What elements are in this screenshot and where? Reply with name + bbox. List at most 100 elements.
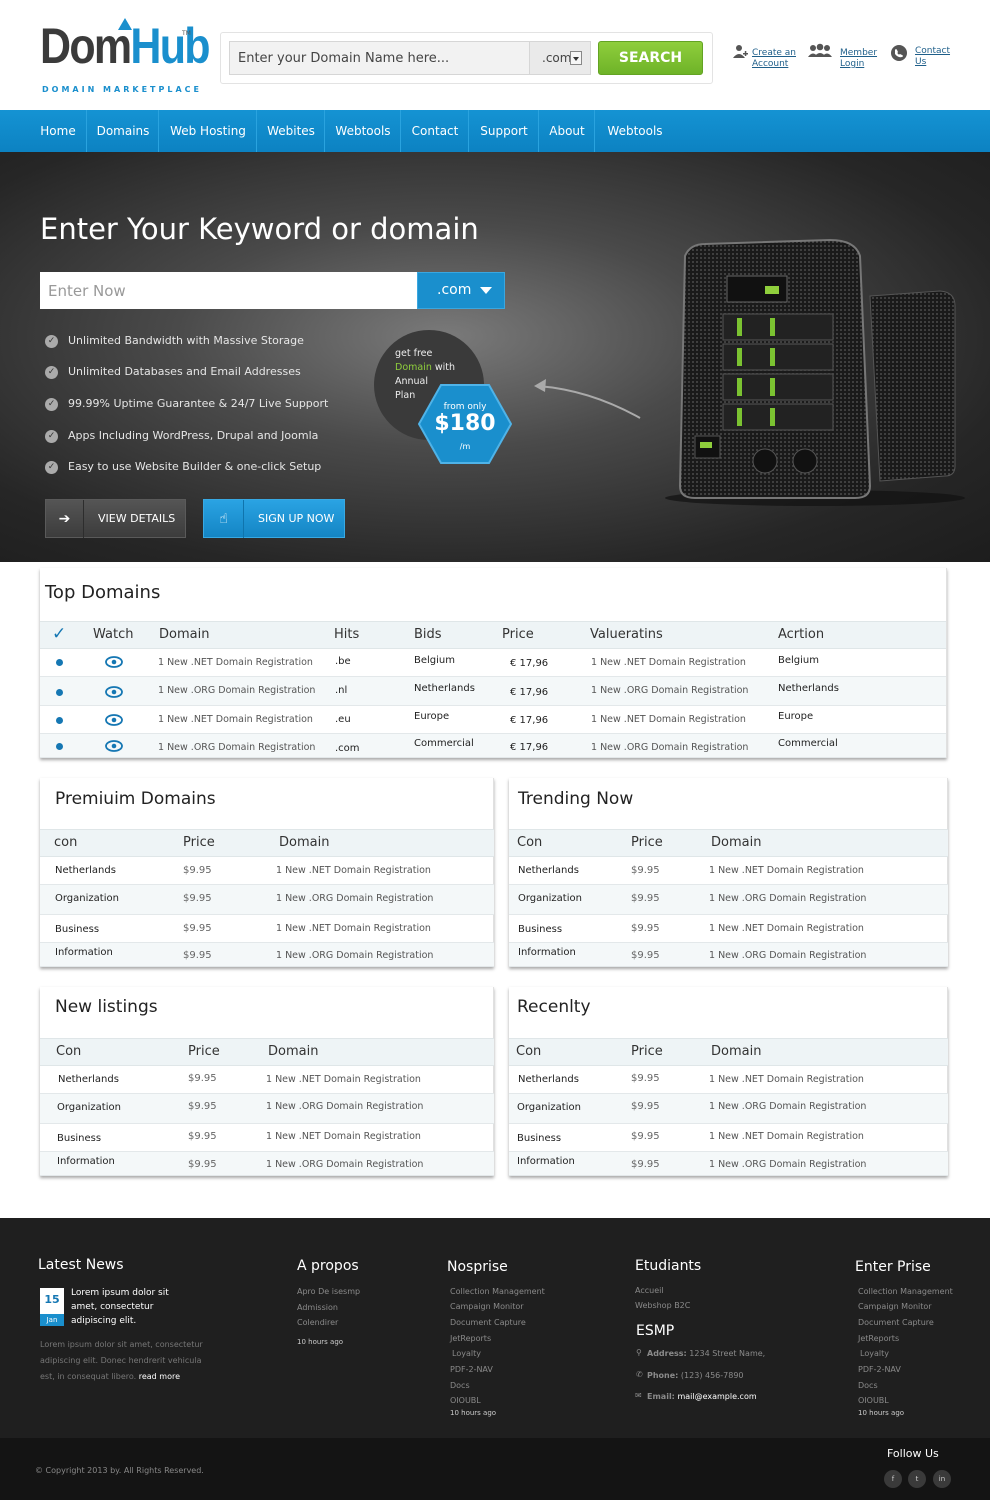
col-bids: Bids	[414, 627, 442, 642]
footer-link[interactable]: JetReports	[450, 1334, 492, 1343]
nav-about[interactable]: About	[549, 124, 585, 138]
table-row	[40, 677, 946, 706]
nav-home[interactable]: Home	[40, 124, 76, 138]
timestamp: 10 hours ago	[450, 1409, 497, 1417]
email-icon: ✉	[635, 1391, 642, 1400]
nav-web-hosting[interactable]: Web Hosting	[170, 124, 246, 138]
footer-link[interactable]: Campaign Monitor	[858, 1302, 932, 1311]
table-row	[40, 915, 494, 943]
eye-icon[interactable]	[105, 686, 123, 698]
table-row	[40, 1152, 494, 1176]
col-valueratins: Valueratins	[590, 627, 663, 642]
keyword-input[interactable]	[40, 272, 417, 309]
table-row	[509, 1066, 948, 1094]
top-domains-title: Top Domains	[45, 582, 161, 603]
trending-panel	[509, 778, 948, 967]
phone-icon	[891, 45, 907, 61]
col-domain: Domain	[159, 627, 210, 642]
sign-up-button[interactable]: ☝ SIGN UP NOW	[203, 499, 345, 538]
email[interactable]: Email: mail@example.com	[647, 1392, 757, 1401]
col-hits: Hits	[334, 627, 360, 642]
footer-link[interactable]: Colendirer	[297, 1318, 339, 1327]
view-details-button[interactable]: ➔ VIEW DETAILS	[45, 499, 186, 538]
read-more-link[interactable]: read more	[138, 1372, 181, 1381]
tld-select[interactable]: .com	[529, 41, 591, 75]
phone-icon: ✆	[636, 1370, 643, 1379]
linkedin-icon[interactable]: in	[933, 1470, 951, 1488]
col-action: Acrtion	[778, 627, 825, 642]
footer-link[interactable]: Apro De isesmp	[297, 1287, 361, 1296]
nav-contact[interactable]: Contact	[411, 124, 459, 138]
map-pin-icon: ⚲	[636, 1348, 642, 1357]
nav-webites[interactable]: Webites	[267, 124, 315, 138]
feature-item: Easy to use Website Builder & one-click …	[68, 460, 322, 473]
table-row	[509, 1094, 948, 1124]
footer-bottom-bar	[0, 1438, 990, 1500]
footer-link[interactable]: Admission	[297, 1303, 338, 1312]
apropos-title: A propos	[297, 1258, 359, 1274]
new-listings-panel	[40, 987, 494, 1176]
recently-panel	[509, 987, 948, 1176]
footer-link[interactable]: OIOUBL	[858, 1396, 889, 1405]
status-dot	[56, 659, 63, 666]
footer-link[interactable]: JetReports	[858, 1334, 900, 1343]
status-dot	[56, 743, 63, 750]
thumbs-up-icon: ☝	[204, 500, 244, 538]
footer-link[interactable]: Document Capture	[858, 1318, 934, 1327]
twitter-icon[interactable]: t	[908, 1470, 926, 1488]
feature-item: 99.99% Uptime Guarantee & 24/7 Live Supp…	[68, 397, 329, 410]
caret-down-icon[interactable]	[480, 287, 492, 294]
eye-icon[interactable]	[105, 656, 123, 668]
nav-webtools[interactable]: Webtools	[335, 124, 391, 138]
promo-period: /m	[459, 442, 471, 451]
eye-icon[interactable]	[105, 740, 123, 752]
footer-link[interactable]: PDF-2-NAV	[450, 1365, 493, 1374]
footer-link[interactable]: Loyalty	[860, 1349, 889, 1358]
nav-domains[interactable]: Domains	[96, 124, 150, 138]
top-domains-panel	[40, 568, 947, 758]
logo-tagline: DOMAIN MARKETPLACE	[42, 85, 202, 94]
footer-link[interactable]: Docs	[858, 1381, 878, 1390]
chevron-down-icon[interactable]	[570, 51, 582, 65]
table-row	[509, 857, 948, 885]
footer-link[interactable]: OIOUBL	[450, 1396, 481, 1405]
feature-item: Apps Including WordPress, Drupal and Joo…	[68, 429, 319, 442]
footer-link[interactable]: Webshop B2C	[635, 1301, 691, 1310]
footer-link[interactable]: Collection Management	[450, 1287, 545, 1296]
footer-link[interactable]: Loyalty	[452, 1349, 481, 1358]
check-circle-icon: ✓	[45, 398, 58, 411]
footer-link[interactable]: Docs	[450, 1381, 470, 1390]
nav-support[interactable]: Support	[480, 124, 528, 138]
check-circle-icon: ✓	[45, 430, 58, 443]
search-button[interactable]: SEARCH	[598, 41, 703, 75]
logo[interactable]: DomHub	[40, 18, 211, 74]
nav-webtools-2[interactable]: Webtools	[607, 124, 663, 138]
eye-icon[interactable]	[105, 714, 123, 726]
timestamp: 10 hours ago	[297, 1338, 344, 1346]
hero-tld-select[interactable]: .com	[417, 272, 505, 309]
follow-us-label: Follow Us	[887, 1447, 939, 1460]
curved-arrow-icon	[534, 379, 641, 419]
copyright: © Copyright 2013 by. All Rights Reserved…	[35, 1466, 204, 1475]
server-illustration	[665, 238, 965, 506]
feature-item: Unlimited Databases and Email Addresses	[68, 365, 301, 378]
table-row	[509, 1124, 948, 1152]
domain-search-input[interactable]	[229, 41, 529, 75]
select-all-check-icon[interactable]: ✓	[52, 624, 67, 644]
facebook-icon[interactable]: f	[884, 1470, 902, 1488]
footer-link[interactable]: Accueil	[635, 1286, 664, 1295]
table-row	[40, 943, 494, 967]
new-listings-title: New listings	[55, 997, 158, 1017]
footer-link[interactable]: Collection Management	[858, 1287, 953, 1296]
footer-link[interactable]: PDF-2-NAV	[858, 1365, 901, 1374]
trending-title: Trending Now	[518, 789, 634, 809]
nosprise-title: Nosprise	[447, 1259, 508, 1275]
footer-link[interactable]: Document Capture	[450, 1318, 526, 1327]
footer-link[interactable]: Campaign Monitor	[450, 1302, 524, 1311]
arrow-right-icon: ➔	[46, 500, 84, 538]
